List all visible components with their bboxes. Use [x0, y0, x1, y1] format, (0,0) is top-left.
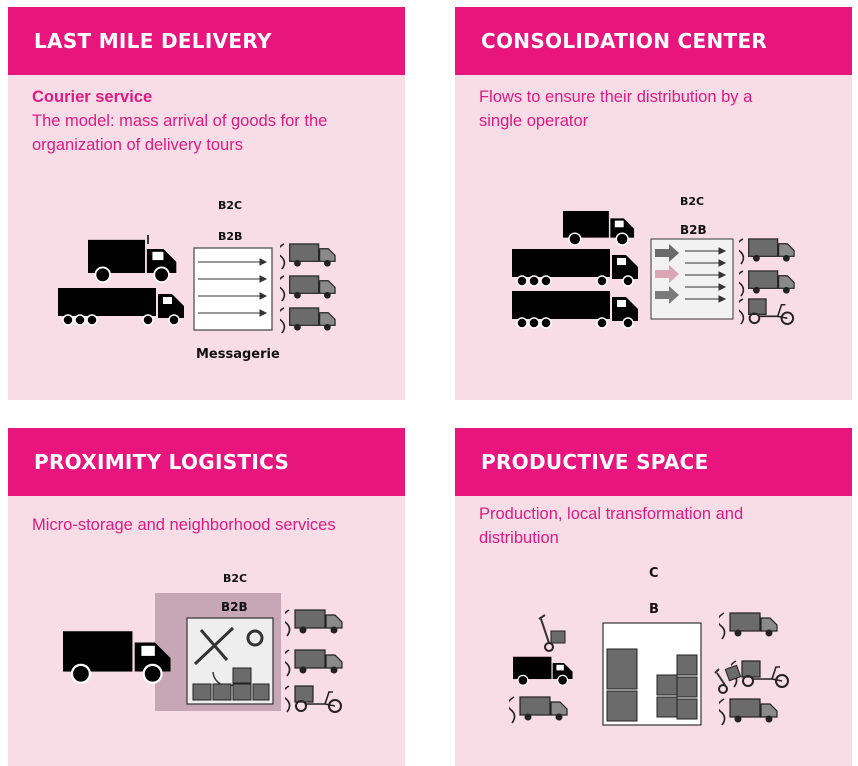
electric-truck-icon	[739, 270, 795, 297]
card-title: CONSOLIDATION CENTER	[481, 29, 768, 53]
label-messagerie: Messagerie	[196, 347, 280, 362]
card-title: PROXIMITY LOGISTICS	[34, 450, 290, 474]
hand-truck-icon	[714, 664, 742, 694]
cargo-bike-icon	[739, 297, 795, 326]
label-b: B	[649, 602, 659, 617]
card-description: Production, local transformation and dis…	[479, 502, 792, 550]
hand-truck-icon	[538, 614, 566, 652]
electric-truck-icon	[280, 275, 336, 302]
card-header: CONSOLIDATION CENTER	[455, 7, 852, 75]
electric-truck-icon	[509, 696, 568, 724]
card-header: LAST MILE DELIVERY	[8, 7, 405, 75]
card-productive-space: PRODUCTIVE SPACE Production, local trans…	[455, 428, 852, 766]
electric-truck-icon	[739, 238, 795, 265]
card-text: Flows to ensure their distribution by a …	[479, 88, 753, 130]
card-last-mile-delivery: LAST MILE DELIVERY Courier service The m…	[8, 7, 405, 400]
electric-truck-icon	[719, 612, 778, 640]
electric-truck-icon	[285, 649, 343, 677]
label-b2b: B2B	[221, 600, 248, 614]
card-description: Courier service The model: mass arrival …	[32, 85, 345, 157]
card-description: Flows to ensure their distribution by a …	[479, 85, 772, 133]
truck-icon	[513, 656, 574, 686]
label-b2c: B2C	[218, 199, 242, 212]
production-blocks	[606, 648, 698, 722]
card-title: PRODUCTIVE SPACE	[481, 450, 709, 474]
label-b2c: B2C	[680, 195, 704, 208]
semi-truck-icon	[511, 291, 639, 329]
electric-truck-icon	[285, 609, 343, 637]
card-consolidation-center: CONSOLIDATION CENTER Flows to ensure the…	[455, 7, 852, 400]
card-subtitle: Courier service	[32, 88, 153, 106]
semi-truck-icon	[58, 288, 185, 326]
truck-icon	[88, 238, 178, 284]
electric-truck-icon	[280, 243, 336, 270]
truck-icon	[563, 210, 635, 246]
flow-arrows	[655, 244, 727, 304]
card-header: PRODUCTIVE SPACE	[455, 428, 852, 496]
card-title: LAST MILE DELIVERY	[34, 29, 272, 53]
storage-boxes	[192, 667, 270, 701]
electric-truck-icon	[280, 307, 336, 334]
electric-truck-icon	[719, 698, 778, 726]
label-b2b: B2B	[680, 223, 707, 237]
label-c: C	[649, 566, 659, 581]
semi-truck-icon	[511, 249, 639, 287]
label-b2c: B2C	[223, 572, 247, 585]
card-header: PROXIMITY LOGISTICS	[8, 428, 405, 496]
card-text: Micro-storage and neighborhood services	[32, 516, 336, 534]
card-description: Micro-storage and neighborhood services	[32, 513, 385, 537]
truck-icon	[63, 630, 172, 684]
proximity-illustration: B2C B2B	[63, 572, 343, 713]
productive-space-illustration: C B	[509, 566, 790, 726]
card-text: Production, local transformation and dis…	[479, 505, 744, 547]
consolidation-illustration: B2C B2B	[511, 195, 795, 329]
label-b2b: B2B	[218, 230, 242, 243]
card-proximity-logistics: PROXIMITY LOGISTICS Micro-storage and ne…	[8, 428, 405, 766]
card-text: The model: mass arrival of goods for the…	[32, 112, 328, 154]
courier-illustration: B2C B2B Messagerie	[58, 199, 336, 362]
cargo-bike-icon	[285, 685, 342, 713]
